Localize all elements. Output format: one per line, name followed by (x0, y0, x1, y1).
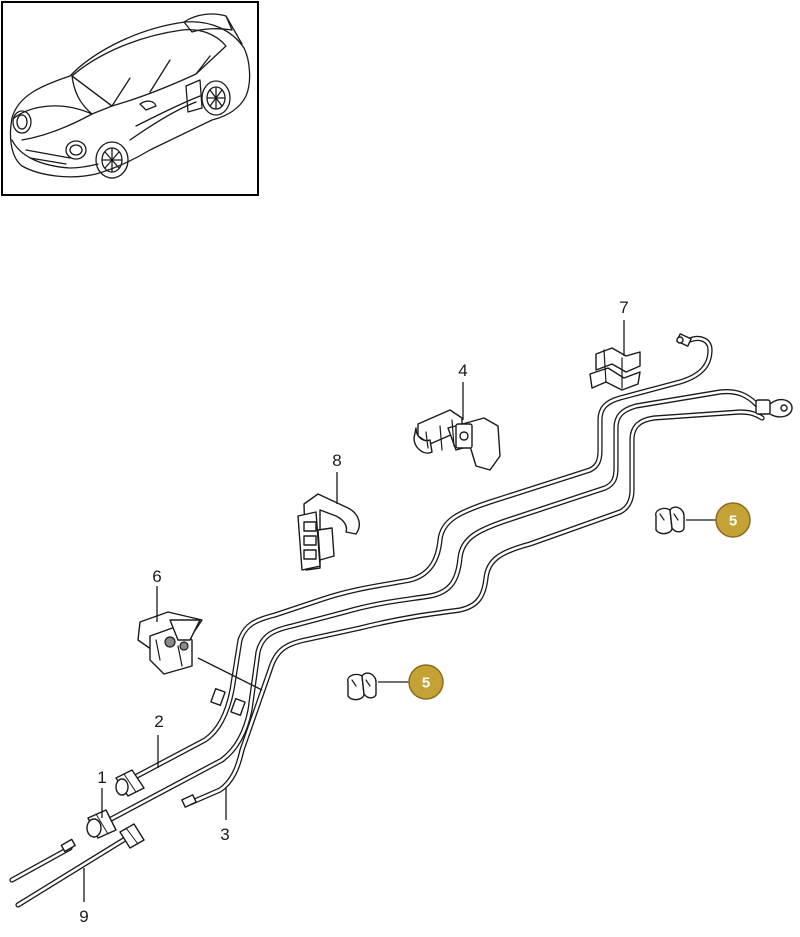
sports-car-coupe-icon (9, 13, 251, 179)
brake-lines (9, 335, 767, 908)
callout-8: 8 (332, 451, 341, 470)
vehicle-thumbnail (1, 1, 259, 196)
line-middle (95, 389, 767, 829)
highlighted-callout-5-right[interactable]: 5 (715, 502, 751, 538)
callout-badge[interactable] (715, 502, 751, 538)
callout-labels: 1 2 3 4 6 7 8 9 (79, 298, 628, 926)
callout-3: 3 (220, 825, 229, 844)
clip-part-5-right (655, 506, 685, 535)
pipe-end-caps (60, 688, 246, 853)
line-bottom-left (9, 833, 133, 908)
callout-2: 2 (154, 712, 163, 731)
callout-9: 9 (79, 907, 88, 926)
line-upper (117, 335, 713, 788)
callout-4: 4 (458, 361, 467, 380)
callout-1: 1 (97, 768, 106, 787)
callout-5-left[interactable]: 5 (422, 675, 430, 692)
callout-6: 6 (152, 567, 161, 586)
tube-nut-9 (119, 823, 145, 849)
callout-5-right[interactable]: 5 (729, 513, 737, 530)
pipe-end-fitting-top (676, 333, 692, 347)
callout-7: 7 (619, 298, 628, 317)
tube-nut-1 (86, 809, 117, 839)
clamp-part-6 (137, 611, 203, 675)
holder-part-8 (297, 493, 360, 571)
line-lower (187, 409, 765, 806)
bracket-part-4 (413, 409, 501, 471)
fittings (60, 333, 793, 853)
clip-part-5-left (347, 672, 377, 701)
callout-badge[interactable] (408, 664, 444, 700)
leader-lines (83, 320, 716, 902)
clip-part-7 (589, 347, 641, 391)
highlighted-callout-5-left[interactable]: 5 (408, 664, 444, 700)
tube-nut-2 (115, 769, 145, 797)
hose-connector-right (755, 398, 793, 418)
